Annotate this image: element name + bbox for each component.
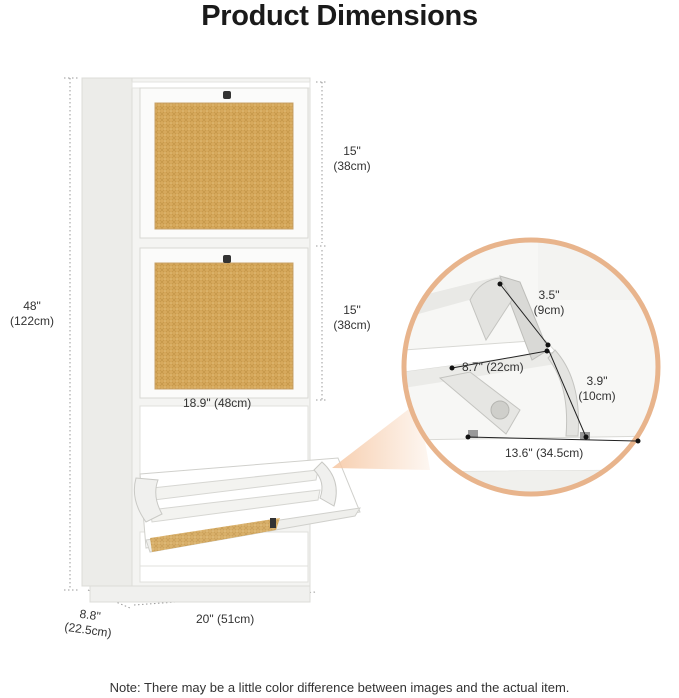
detail-d3-inches: 3.9" (586, 374, 608, 388)
door1-cm: (38cm) (333, 159, 371, 173)
height-inches: 48" (23, 299, 41, 313)
detail-zoom-circle (401, 237, 661, 497)
height-cm: (122cm) (9, 314, 54, 328)
detail-d2-label: 8.7" (22cm) (462, 360, 524, 374)
zoom-beam (332, 402, 430, 470)
shoe-cabinet (81, 77, 361, 603)
door2-cm: (38cm) (333, 318, 371, 332)
door1-height-label: 15" (38cm) (326, 144, 378, 174)
page-title: Product Dimensions (201, 0, 478, 32)
detail-d1-cm: (9cm) (533, 303, 565, 317)
door1-inches: 15" (343, 144, 361, 158)
color-disclaimer-note: Note: There may be a little color differ… (109, 680, 570, 695)
detail-d4-label: 13.6" (34.5cm) (505, 446, 584, 460)
detail-d1-inches: 3.5" (538, 288, 560, 302)
detail-d1-label: 3.5" (9cm) (524, 288, 574, 318)
detail-d3-cm: (10cm) (578, 389, 616, 403)
height-label: 48" (122cm) (2, 299, 62, 329)
door2-height-label: 15" (38cm) (326, 303, 378, 333)
door2-inches: 15" (343, 303, 361, 317)
width-label: 20" (51cm) (196, 612, 255, 626)
detail-d3-label: 3.9" (10cm) (570, 374, 624, 404)
inner-width-label: 18.9" (48cm) (183, 396, 252, 410)
